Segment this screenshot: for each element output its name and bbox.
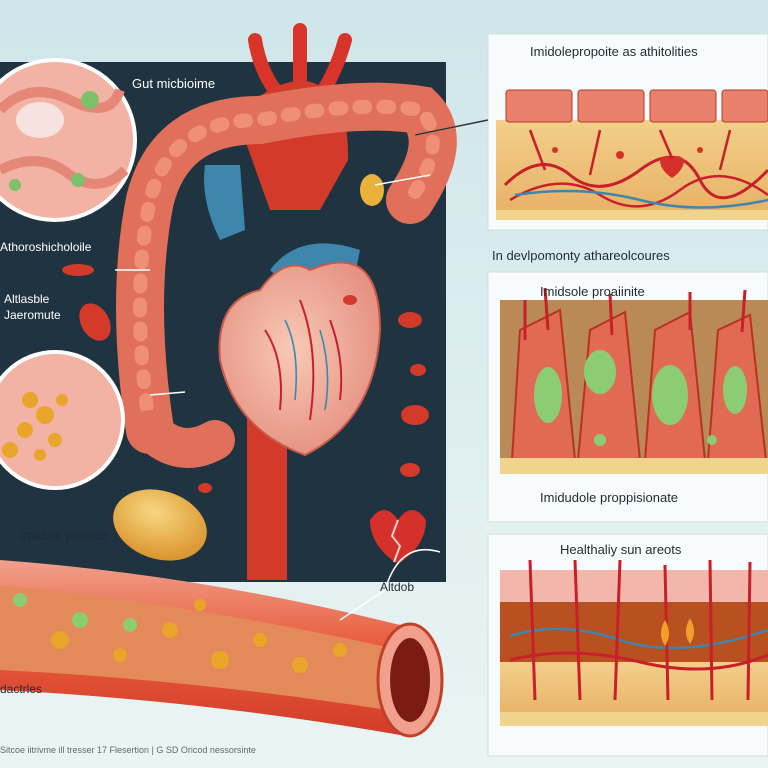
bottom-left-label: dactrles (0, 682, 43, 696)
heart (218, 261, 382, 457)
blood-cells (62, 264, 429, 493)
panel-2-caption: Imidudole proppisionate (540, 490, 679, 505)
magnifier-top (0, 58, 137, 222)
panel-3-title: Healthaliy sun areots (560, 542, 682, 557)
left-middle-label: Athoroshicholoile (0, 240, 92, 254)
left-lower-label-1: Altlasble (4, 292, 50, 306)
imidole-propice-label: Imidole propice (20, 528, 109, 543)
panel-imidazole-propionate (487, 271, 768, 523)
gut-microbiome-label: Gut micbioime (132, 76, 216, 91)
broken-heart (370, 510, 426, 564)
left-lower-label-2: Jaeromute (4, 308, 61, 322)
panel-2-title: Imidsole proaiinite (540, 284, 645, 299)
heart-label: Altdob (380, 580, 415, 594)
panel-1-title: Imidolepropoite as athitolities (530, 44, 698, 59)
blood-vessel (0, 560, 444, 738)
panel-healthy-arteries (487, 533, 768, 757)
between-panels-label: In devlpomonty athareolcoures (492, 248, 670, 263)
panel-plaque-tissue (487, 33, 768, 231)
magnifier-bottom (0, 350, 125, 490)
pill (113, 489, 207, 561)
footer-text: Sitcoe iitrivme ill tresser 17 Flesertio… (0, 745, 256, 755)
